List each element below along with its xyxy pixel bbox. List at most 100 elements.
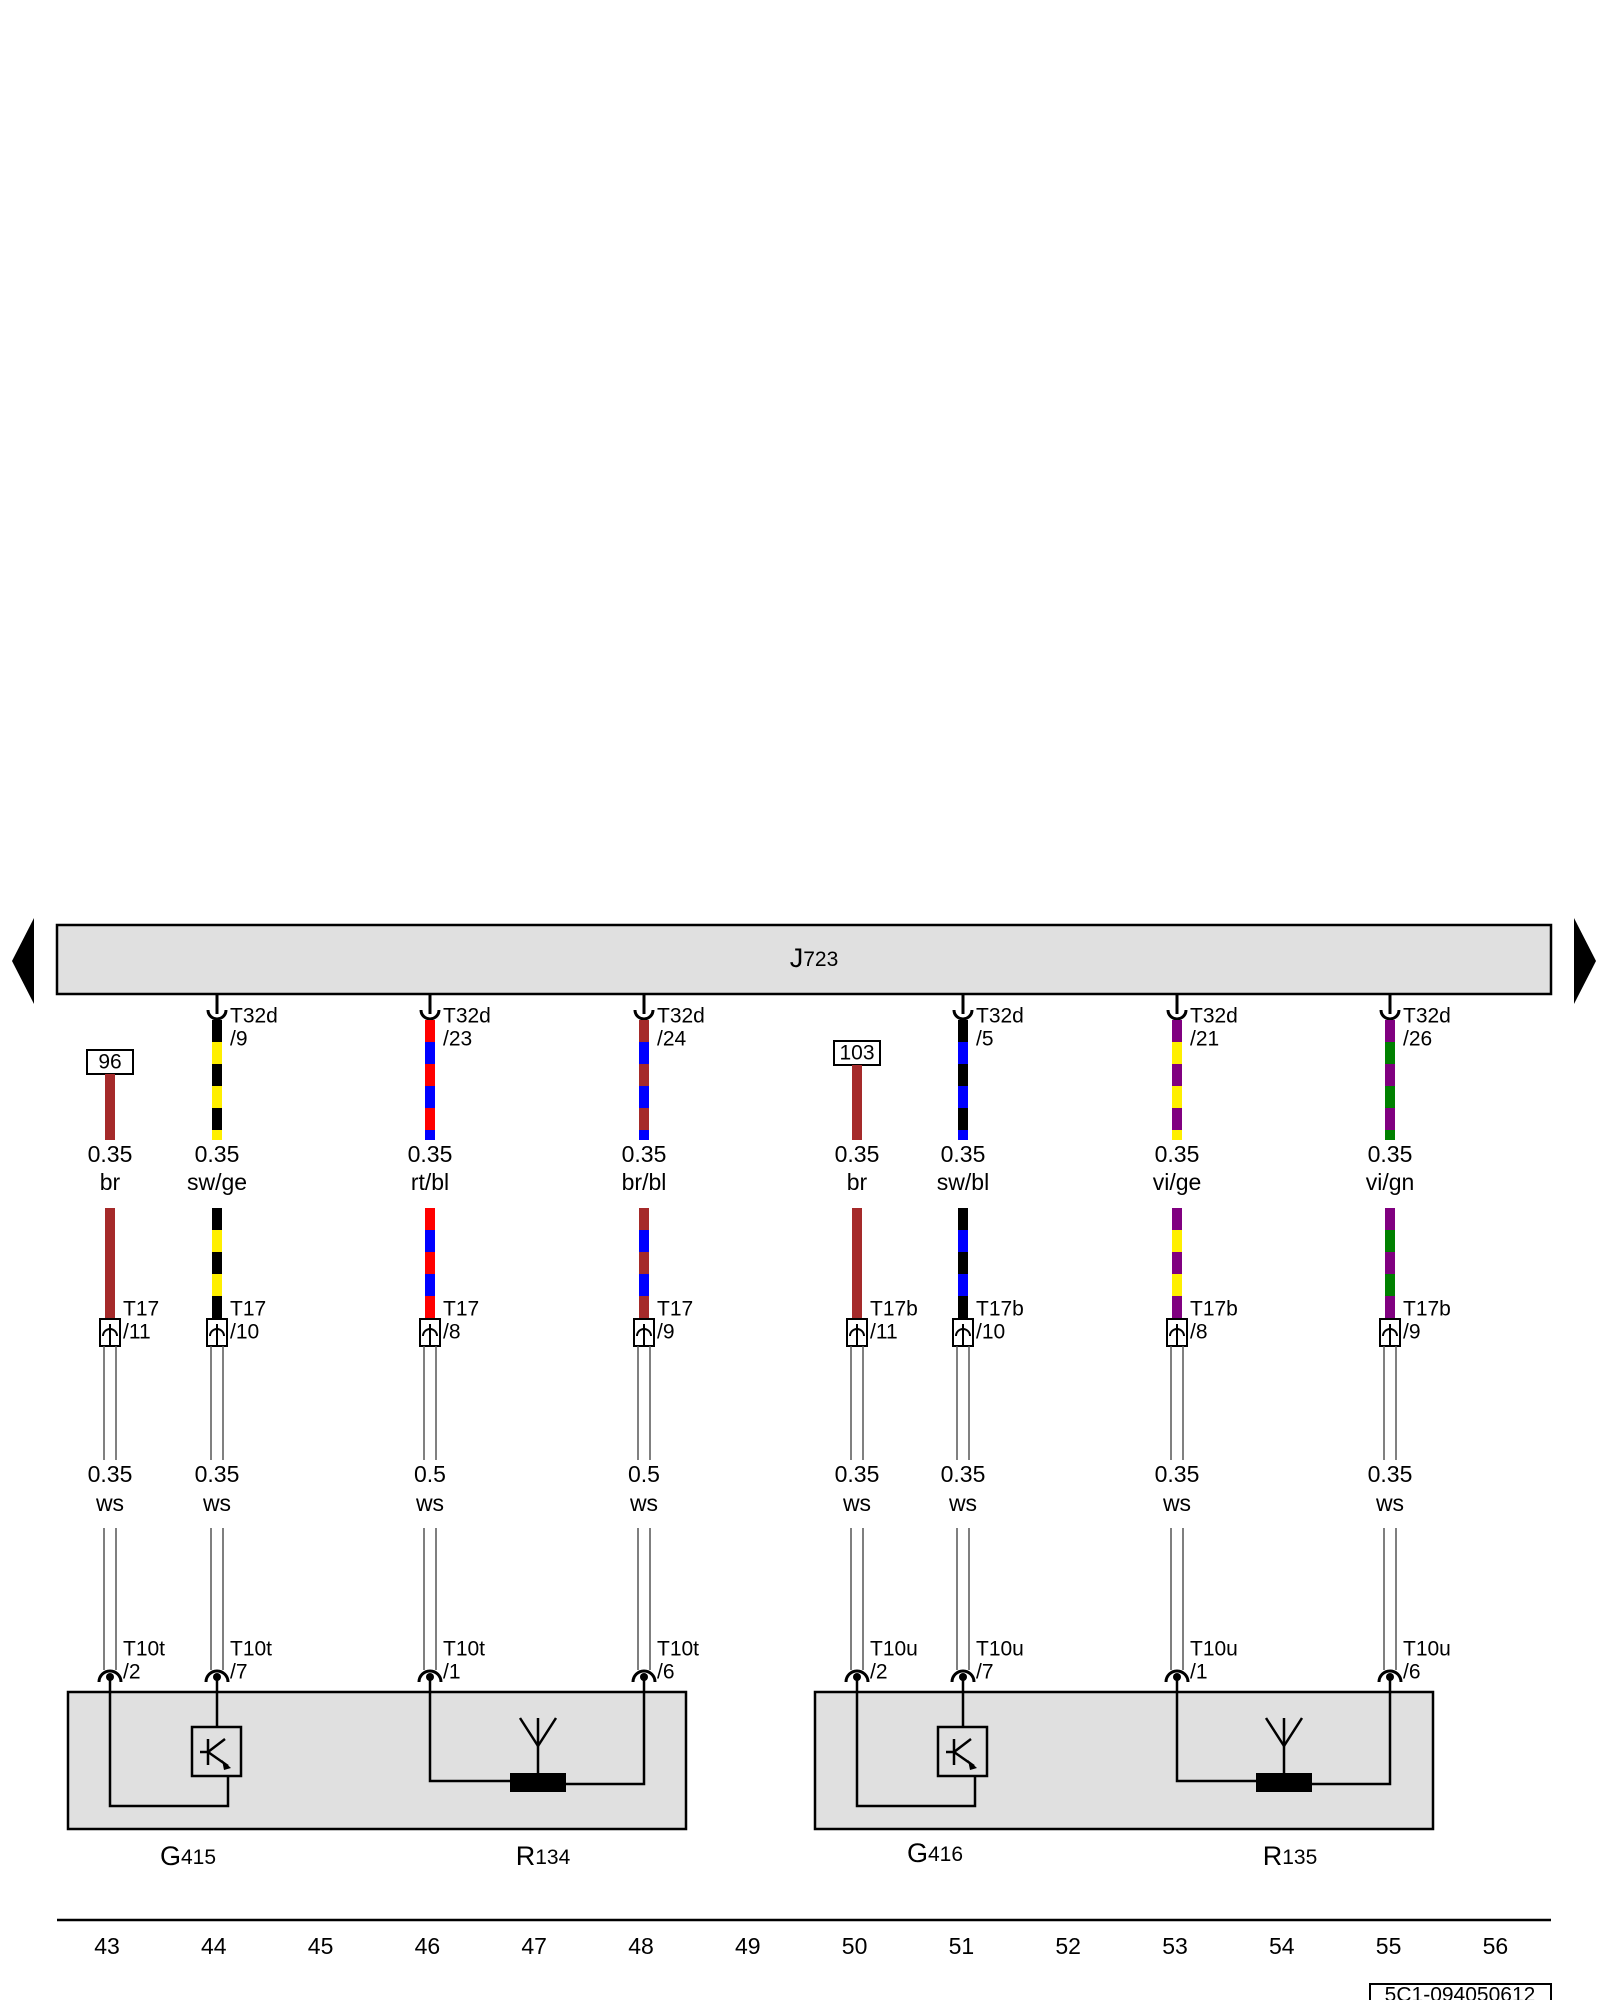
wire-7-bottom-pin-icon xyxy=(1164,1669,1190,1683)
wire-8-middle-segment xyxy=(1385,1230,1395,1252)
wire-2-upper-size: 0.35 xyxy=(408,1141,453,1167)
wire-1-upper-segment xyxy=(212,1042,222,1064)
wire-8-upper-segment xyxy=(1385,1020,1395,1042)
control-unit-label: J723 xyxy=(790,943,839,973)
wire-7-upper-segment xyxy=(1172,1042,1182,1064)
wire-8-lower-size: 0.35 xyxy=(1368,1461,1413,1487)
wire-2-bottom-connector: T10t xyxy=(443,1638,485,1661)
r135-coil xyxy=(1256,1773,1312,1792)
column-number-52: 52 xyxy=(1055,1933,1081,1959)
wire-8-top-connector: T32d xyxy=(1403,1005,1451,1028)
wire-5-bottom-pin-icon xyxy=(844,1669,870,1683)
column-number-51: 51 xyxy=(949,1933,975,1959)
control-unit-box xyxy=(55,923,1553,996)
wire-7-upper-segment xyxy=(1172,1064,1182,1086)
r134-antenna-symbol xyxy=(428,1676,646,1786)
component-label-r134: R134 xyxy=(516,1841,571,1871)
wire-1-middle-segment xyxy=(212,1230,222,1252)
wire-5-upper-segment xyxy=(852,1065,862,1105)
wire-8-middle-segment xyxy=(1385,1296,1395,1318)
component-box-right xyxy=(813,1690,1435,1831)
wire-1-top-pin: /9 xyxy=(230,1028,248,1051)
wire-7-upper-segment xyxy=(1172,1130,1182,1140)
prev-page-arrow-icon[interactable] xyxy=(12,918,34,1004)
wire-1-top-socket-icon xyxy=(206,1009,228,1021)
wire-2-upper-segment xyxy=(425,1108,435,1130)
g415-arrow-icon xyxy=(222,1760,231,1770)
wire-3-lower-size: 0.5 xyxy=(628,1461,660,1487)
wire-1-upper-segment xyxy=(212,1130,222,1140)
wire-3-top-connector: T32d xyxy=(657,1005,705,1028)
wire-2-upper-segment xyxy=(425,1020,435,1042)
wire-8-upper-segment xyxy=(1385,1108,1395,1130)
wire-2-middle-segment xyxy=(425,1208,435,1230)
wire-7-upper-segment xyxy=(1172,1086,1182,1108)
wire-6-middle-segment xyxy=(958,1252,968,1274)
wire-5-middle-segment xyxy=(852,1230,862,1252)
wire-6-bottom-pin: /7 xyxy=(976,1661,994,1684)
wire-1-bottom-pin-icon xyxy=(204,1669,230,1683)
wire-7-middle-segment xyxy=(1172,1296,1182,1318)
wire-3-upper-color: br/bl xyxy=(622,1169,667,1195)
doc-id: 5C1-094050612 xyxy=(1385,1984,1536,2000)
column-number-48: 48 xyxy=(628,1933,654,1959)
doc-id-box xyxy=(1369,1983,1552,2000)
wire-5-middle-segment xyxy=(852,1296,862,1318)
wire-8-middle-segment xyxy=(1385,1274,1395,1296)
wire-2-lower-color: ws xyxy=(415,1490,444,1516)
wire-5-ref-box xyxy=(833,1040,881,1066)
wire-3-middle-segment xyxy=(639,1252,649,1274)
wire-3-bottom-connector: T10t xyxy=(657,1638,699,1661)
wire-1-middle-segment xyxy=(212,1274,222,1296)
wire-6-lower-size: 0.35 xyxy=(941,1461,986,1487)
wire-3-upper-segment xyxy=(639,1064,649,1086)
wire-7-top-socket-icon xyxy=(1166,1009,1188,1021)
wire-5-lower-size: 0.35 xyxy=(835,1461,880,1487)
next-page-arrow-icon[interactable] xyxy=(1574,918,1596,1004)
wire-5-bottom-pin: /2 xyxy=(870,1661,888,1684)
wire-7-mid-pin: /8 xyxy=(1190,1321,1208,1344)
wire-3-bottom-pin: /6 xyxy=(657,1661,675,1684)
wire-2-upper-segment xyxy=(425,1086,435,1108)
wire-6-upper-segment xyxy=(958,1042,968,1064)
column-number-46: 46 xyxy=(415,1933,441,1959)
component-label-g415: G415 xyxy=(160,1841,216,1871)
column-number-53: 53 xyxy=(1162,1933,1188,1959)
column-number-56: 56 xyxy=(1483,1933,1509,1959)
wire-8-lower-color: ws xyxy=(1375,1490,1404,1516)
wire-3-middle-segment xyxy=(639,1208,649,1230)
wire-2-top-connector: T32d xyxy=(443,1005,491,1028)
component-label-g416: G416 xyxy=(907,1838,963,1868)
g416-sensor-symbol xyxy=(855,1676,989,1808)
wire-8-bottom-connector: T10u xyxy=(1403,1638,1451,1661)
wire-7-lower-size: 0.35 xyxy=(1155,1461,1200,1487)
wire-5-middle-segment xyxy=(852,1208,862,1230)
wire-2-lower-size: 0.5 xyxy=(414,1461,446,1487)
wire-4-bottom-connector: T10t xyxy=(123,1638,165,1661)
wire-7-upper-color: vi/ge xyxy=(1153,1169,1202,1195)
wire-8-top-pin: /26 xyxy=(1403,1028,1432,1051)
wire-6-lower-color: ws xyxy=(948,1490,977,1516)
wire-7-lower-color: ws xyxy=(1162,1490,1191,1516)
wire-2-middle-segment xyxy=(425,1274,435,1296)
wire-3-upper-segment xyxy=(639,1020,649,1042)
wire-1-middle-segment xyxy=(212,1296,222,1318)
wire-5-ref-number: 103 xyxy=(839,1042,874,1065)
column-number-50: 50 xyxy=(842,1933,868,1959)
wire-2-bottom-pin: /1 xyxy=(443,1661,461,1684)
wire-1-upper-segment xyxy=(212,1108,222,1130)
wire-8-upper-segment xyxy=(1385,1086,1395,1108)
wire-2-upper-segment xyxy=(425,1130,435,1140)
wire-7-mid-connector: T17b xyxy=(1190,1298,1238,1321)
wire-4-mid-pin: /11 xyxy=(123,1321,151,1344)
wire-5-mid-connector: T17b xyxy=(870,1298,918,1321)
wire-4-bottom-pin-icon xyxy=(97,1669,123,1683)
wire-1-upper-size: 0.35 xyxy=(195,1141,240,1167)
wire-6-upper-segment xyxy=(958,1086,968,1108)
r134-coil xyxy=(510,1773,566,1792)
r135-antenna-symbol xyxy=(1175,1676,1392,1786)
wire-7-upper-segment xyxy=(1172,1108,1182,1130)
wire-2-upper-segment xyxy=(425,1064,435,1086)
g415-sensor-symbol xyxy=(108,1676,243,1808)
wire-5-upper-size: 0.35 xyxy=(835,1141,880,1167)
